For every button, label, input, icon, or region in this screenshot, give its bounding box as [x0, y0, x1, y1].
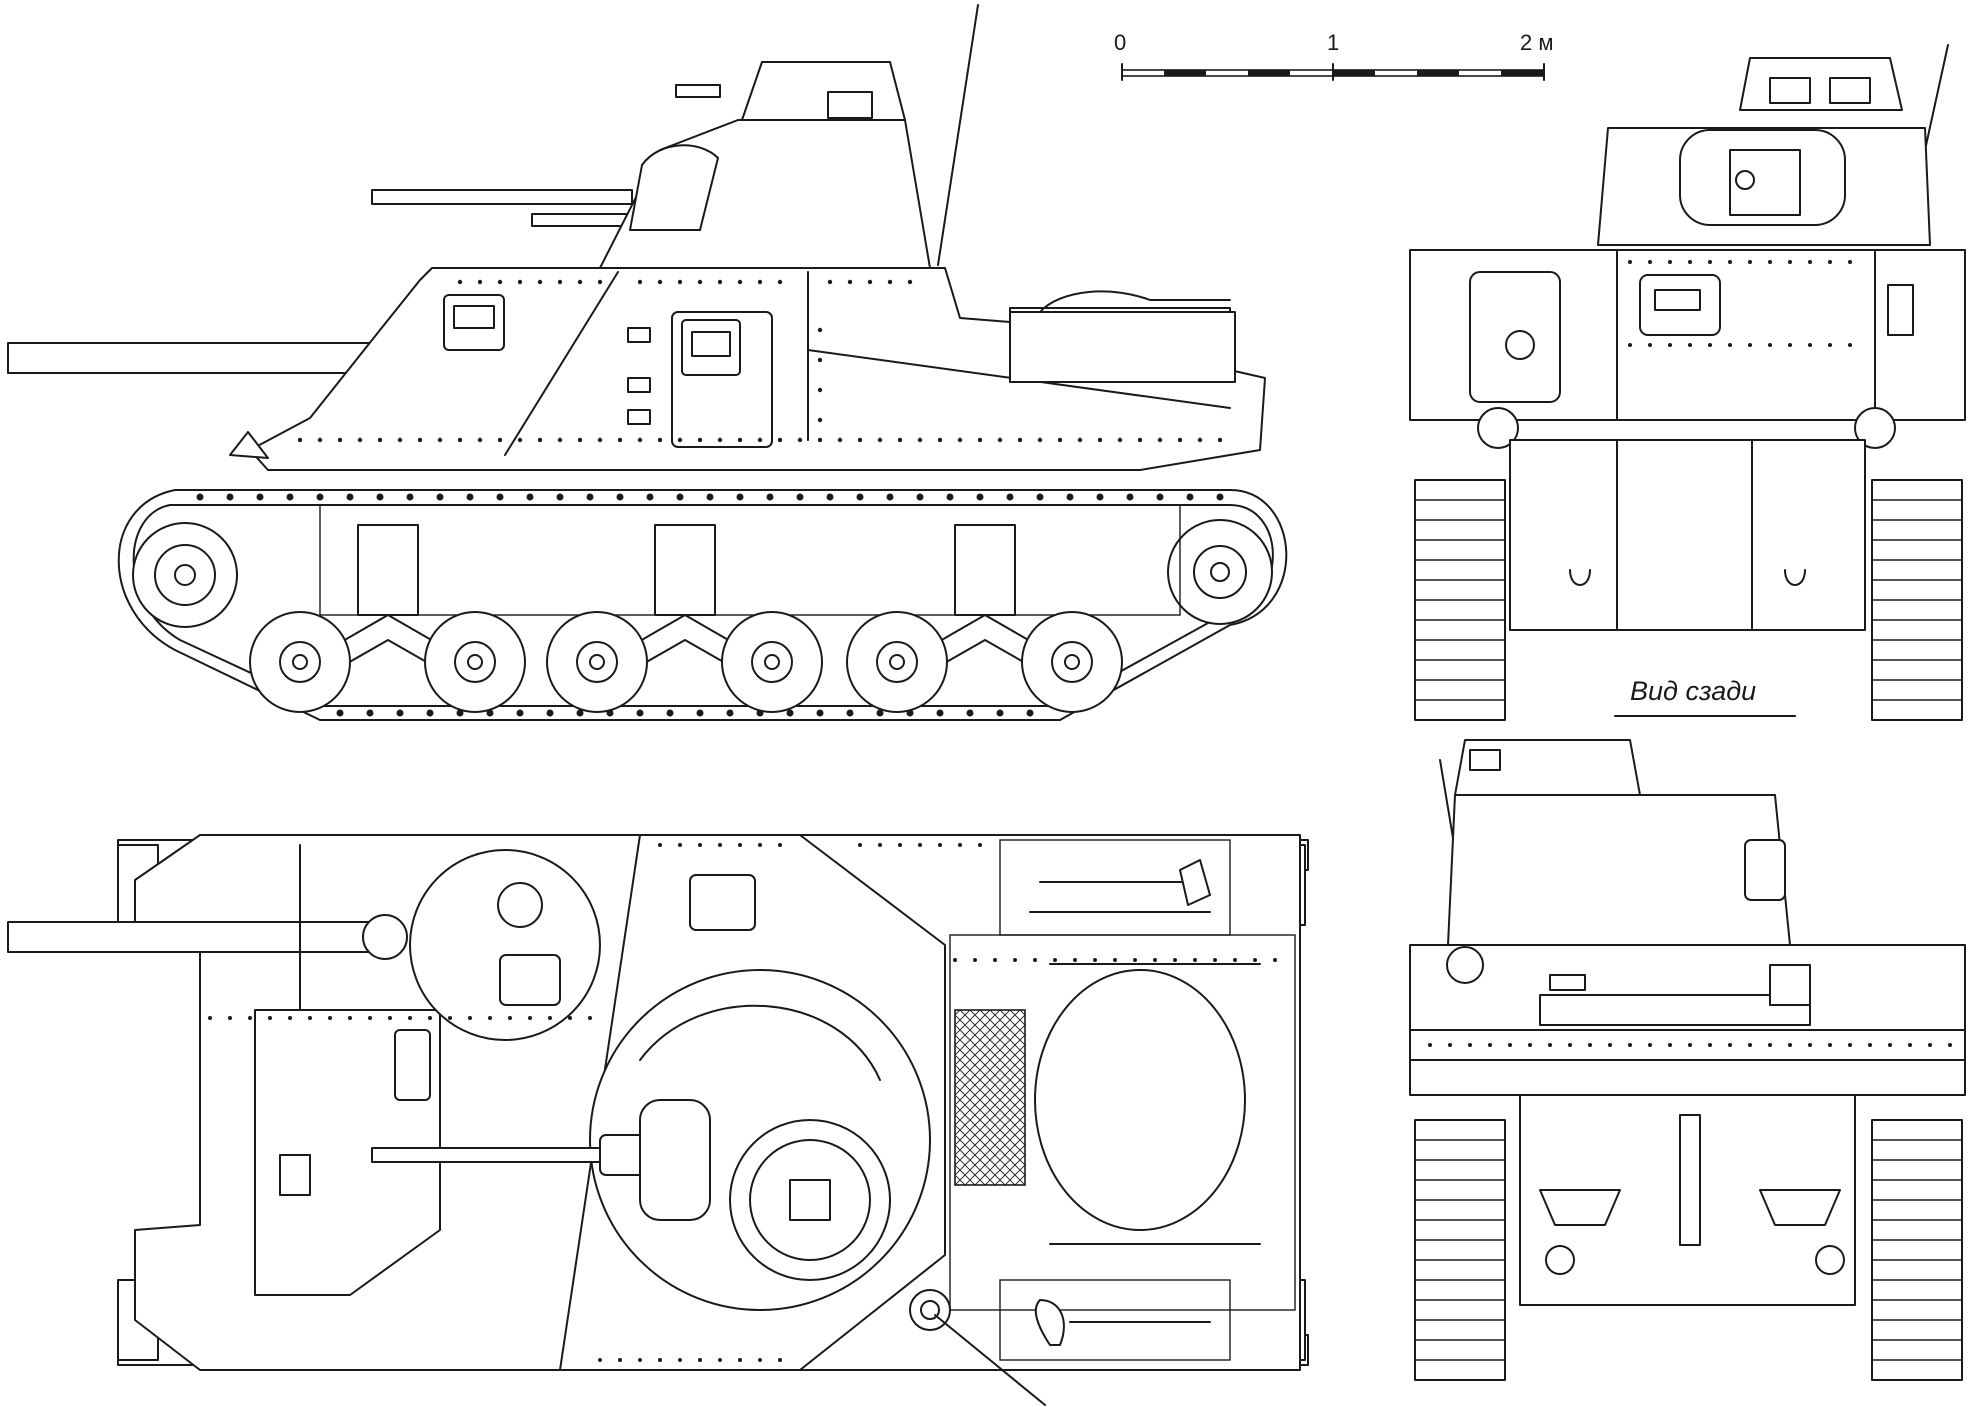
scale-tick-0: 0	[1114, 30, 1126, 55]
bogie-3	[846, 524, 1123, 713]
bogie-2	[546, 524, 823, 713]
scale-bar: 0 1 2 м	[1114, 30, 1553, 81]
bogie-1	[249, 524, 526, 713]
rear-view: Вид сзади	[1409, 44, 1966, 721]
top-view	[7, 834, 1309, 1406]
front-view	[1409, 739, 1966, 1381]
side-view	[7, 4, 1288, 721]
scale-tick-2: 2 м	[1520, 30, 1553, 55]
scale-tick-1: 1	[1327, 30, 1339, 55]
rear-view-label: Вид сзади	[1630, 676, 1756, 706]
